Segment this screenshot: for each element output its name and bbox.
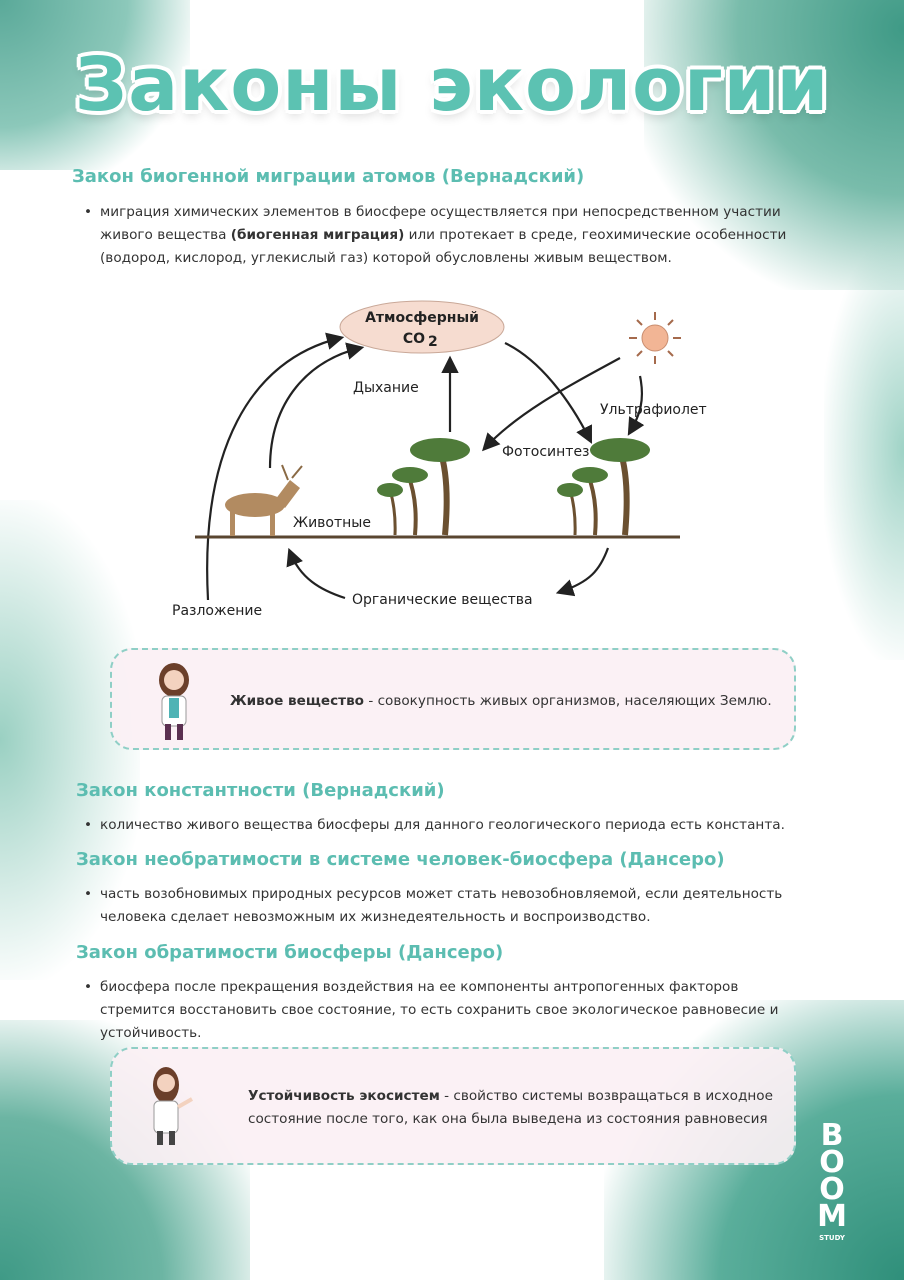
animals-label: Животные xyxy=(293,515,371,531)
co2-subscript: 2 xyxy=(428,334,438,350)
section-text: количество живого вещества биосферы для … xyxy=(76,814,816,837)
section-text: биосфера после прекращения воздействия н… xyxy=(76,976,816,1045)
teacher-avatar-icon xyxy=(153,1067,193,1145)
teacher-avatar-icon xyxy=(159,663,189,740)
callout-definition: - совокупность живых организмов, населяю… xyxy=(364,693,772,709)
deer-icon xyxy=(225,464,303,536)
section-heading: Закон необратимости в системе человек-би… xyxy=(76,849,725,870)
decomposition-label: Разложение xyxy=(172,603,262,619)
definition-callout: Устойчивость экосистем - свойство систем… xyxy=(110,1047,796,1165)
callout-term: Живое вещество xyxy=(230,693,365,709)
bold-term: (биогенная миграция) xyxy=(230,227,405,243)
photosynthesis-label: Фотосинтез xyxy=(502,444,590,460)
section-text: часть возобновимых природных ресурсов мо… xyxy=(76,883,806,929)
co2-ellipse xyxy=(339,300,505,354)
logo-sub: STUDY xyxy=(819,1234,845,1242)
co2-formula: CO xyxy=(403,331,425,347)
section-heading: Закон константности (Вернадский) xyxy=(76,780,445,801)
callout-term: Устойчивость экосистем xyxy=(248,1088,440,1104)
palm-trees-icon xyxy=(377,438,650,536)
watercolor-decoration xyxy=(824,240,904,660)
section-text: миграция химических элементов в биосфере… xyxy=(76,201,816,270)
watercolor-decoration xyxy=(0,0,190,170)
definition-callout: Живое вещество - совокупность живых орга… xyxy=(110,648,796,750)
sun-icon xyxy=(629,312,681,364)
carbon-cycle-diagram: Атмосферный CO 2 Дыхание Ультрафиолет Фо… xyxy=(172,300,707,619)
callout-definition: - свойство системы возвращаться в исходн… xyxy=(248,1088,773,1127)
page-title: Законы экологии xyxy=(74,42,830,128)
text: или протекает в среде, геохимические осо… xyxy=(100,227,787,266)
uv-label: Ультрафиолет xyxy=(600,402,707,418)
section-heading: Закон обратимости биосферы (Дансеро) xyxy=(76,942,504,963)
text: миграция химических элементов в биосфере… xyxy=(100,204,781,243)
co2-label: Атмосферный xyxy=(365,310,479,326)
breathing-label: Дыхание xyxy=(353,380,419,396)
organic-label: Органические вещества xyxy=(352,592,533,608)
section-heading: Закон биогенной миграции атомов (Вернадс… xyxy=(72,166,585,187)
